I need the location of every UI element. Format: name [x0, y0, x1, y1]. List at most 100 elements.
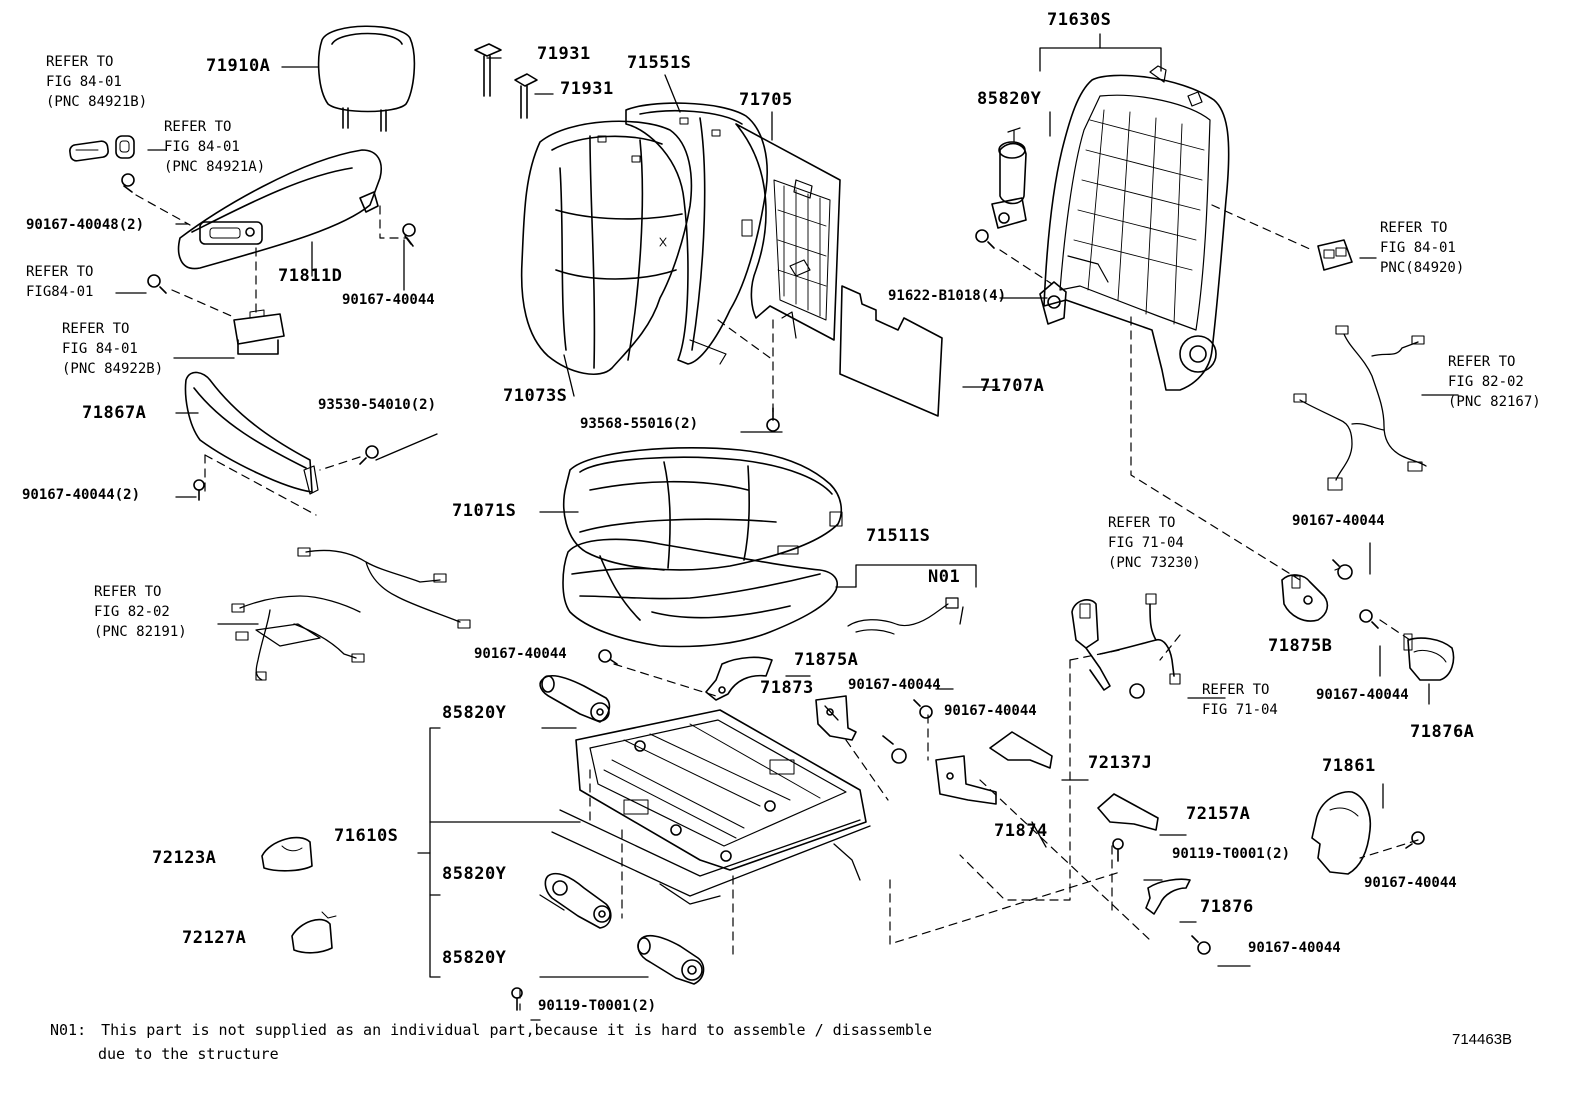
refer-note-84921B[interactable]: REFER TO FIG 84-01 (PNC 84921B) [46, 52, 147, 112]
refer-note-82191[interactable]: REFER TO FIG 82-02 (PNC 82191) [94, 582, 187, 642]
refer-line: FIG 84-01 [46, 74, 122, 90]
part-label-90167-40044-c[interactable]: 90167-40044 [1292, 513, 1385, 529]
part-label-90167-40044-e[interactable]: 90167-40044 [944, 703, 1037, 719]
part-label-90119-T0001-b[interactable]: 90119-T0001(2) [538, 998, 657, 1014]
part-label-85820Y-3[interactable]: 85820Y [442, 948, 507, 968]
track-motor-85820Y-1 [539, 674, 611, 723]
cover-72137J [989, 731, 1053, 769]
refer-note-84921A[interactable]: REFER TO FIG 84-01 (PNC 84921A) [164, 117, 265, 177]
part-label-85820Y-1[interactable]: 85820Y [442, 703, 507, 723]
part-label-71071S[interactable]: 71071S [452, 501, 517, 521]
part-label-71931-b[interactable]: 71931 [560, 79, 614, 99]
refer-line: FIG 71-04 [1108, 535, 1184, 551]
figure-id: 714463B [1452, 1031, 1513, 1048]
pad-71707A [839, 285, 943, 417]
part-label-90167-40044-d[interactable]: 90167-40044 [848, 677, 941, 693]
bolt-71931 [474, 43, 538, 119]
part-label-71707A[interactable]: 71707A [980, 376, 1045, 396]
bracket-71876 [1145, 878, 1191, 915]
refer-line: REFER TO [1380, 220, 1448, 236]
refer-note-71-04[interactable]: REFER TO FIG 71-04 [1202, 680, 1278, 720]
part-label-91622-B1018[interactable]: 91622-B1018(4) [888, 288, 1007, 304]
refer-note-73230[interactable]: REFER TO FIG 71-04 (PNC 73230) [1108, 513, 1201, 573]
cover-71876A [1403, 633, 1455, 681]
refer-line: REFER TO [1108, 515, 1176, 531]
part-label-71610S[interactable]: 71610S [334, 826, 399, 846]
bracket-71874 [935, 755, 997, 805]
refer-line: FIG 82-02 [1448, 374, 1524, 390]
refer-note-84920[interactable]: REFER TO FIG 84-01 PNC(84920) [1380, 218, 1464, 278]
part-label-71867A[interactable]: 71867A [82, 403, 147, 423]
refer-line: PNC(84920) [1380, 260, 1465, 276]
part-label-90167-40044-b[interactable]: 90167-40044 [474, 646, 567, 662]
wire-harness-82191 [231, 547, 471, 681]
bracket-71873 [815, 695, 857, 741]
refer-line: REFER TO [94, 584, 162, 600]
part-label-72157A[interactable]: 72157A [1186, 804, 1251, 824]
cover-71875B [1281, 574, 1329, 622]
part-label-90167-40044[interactable]: 90167-40044 [342, 292, 435, 308]
seatback-cover-71073S [520, 120, 693, 376]
refer-line: FIG 71-04 [1202, 702, 1278, 718]
recliner-motor-85820Y [991, 127, 1027, 229]
leader-lines [115, 33, 1459, 1021]
refer-line: (PNC 84921A) [164, 159, 266, 175]
part-label-71873[interactable]: 71873 [760, 678, 814, 698]
part-label-72127A[interactable]: 72127A [182, 928, 247, 948]
part-label-71073S[interactable]: 71073S [503, 386, 568, 406]
part-label-93568-55016[interactable]: 93568-55016(2) [580, 416, 699, 432]
part-label-90119-T0001-a[interactable]: 90119-T0001(2) [1172, 846, 1291, 862]
refer-line: FIG 84-01 [1380, 240, 1456, 256]
part-label-71875B[interactable]: 71875B [1268, 636, 1333, 656]
part-label-90167-40044-f[interactable]: 90167-40044 [1316, 687, 1409, 703]
part-label-71876[interactable]: 71876 [1200, 897, 1254, 917]
part-label-72123A[interactable]: 72123A [152, 848, 217, 868]
refer-line: (PNC 84922B) [62, 361, 164, 377]
part-label-N01[interactable]: N01 [928, 567, 961, 587]
refer-line: REFER TO [46, 54, 114, 70]
part-label-85820Y-back[interactable]: 85820Y [977, 89, 1042, 109]
part-label-71551S[interactable]: 71551S [627, 53, 692, 73]
refer-line: REFER TO [1202, 682, 1270, 698]
switch-knobs-84921 [69, 135, 135, 193]
refer-note-84922B[interactable]: REFER TO FIG 84-01 (PNC 84922B) [62, 319, 163, 379]
part-label-71875A[interactable]: 71875A [794, 650, 859, 670]
bracket-71875A [705, 656, 773, 701]
refer-line: REFER TO [164, 119, 232, 135]
part-label-71861[interactable]: 71861 [1322, 756, 1376, 776]
part-label-93530-54010[interactable]: 93530-54010(2) [318, 397, 437, 413]
part-label-90167-40048-2[interactable]: 90167-40048(2) [26, 217, 145, 233]
part-label-72137J[interactable]: 72137J [1088, 753, 1153, 773]
connector-84922B [233, 309, 285, 355]
refer-note-84-01[interactable]: REFER TO FIG84-01 [26, 262, 93, 302]
sensor-N01 [847, 597, 959, 635]
part-label-90167-40044-h[interactable]: 90167-40044 [1248, 940, 1341, 956]
back-board-71705 [735, 123, 841, 341]
refer-line: (PNC 84921B) [46, 94, 148, 110]
refer-line: FIG 84-01 [164, 139, 240, 155]
refer-note-82167[interactable]: REFER TO FIG 82-02 (PNC 82167) [1448, 352, 1541, 412]
side-cover-71867A [184, 371, 319, 495]
cover-72157A [1097, 793, 1159, 831]
part-label-71931[interactable]: 71931 [537, 44, 591, 64]
refer-line: (PNC 82191) [94, 624, 187, 640]
part-label-85820Y-2[interactable]: 85820Y [442, 864, 507, 884]
part-label-71511S[interactable]: 71511S [866, 526, 931, 546]
refer-line: FIG84-01 [26, 284, 94, 300]
part-label-90167-40044-2[interactable]: 90167-40044(2) [22, 487, 141, 503]
part-label-71876A[interactable]: 71876A [1410, 722, 1475, 742]
part-label-71910A[interactable]: 71910A [206, 56, 271, 76]
part-label-71811D[interactable]: 71811D [278, 266, 343, 286]
seatback-frame-71630S [1039, 65, 1230, 391]
switch-84920 [1317, 239, 1353, 271]
cover-72127A [291, 911, 337, 954]
part-label-71874[interactable]: 71874 [994, 821, 1048, 841]
refer-line: REFER TO [1448, 354, 1516, 370]
part-label-90167-40044-g[interactable]: 90167-40044 [1364, 875, 1457, 891]
part-label-71705[interactable]: 71705 [739, 90, 793, 110]
cover-71861 [1311, 791, 1372, 875]
part-label-71630S[interactable]: 71630S [1047, 10, 1112, 30]
footnote-code: N01: [50, 1021, 87, 1039]
